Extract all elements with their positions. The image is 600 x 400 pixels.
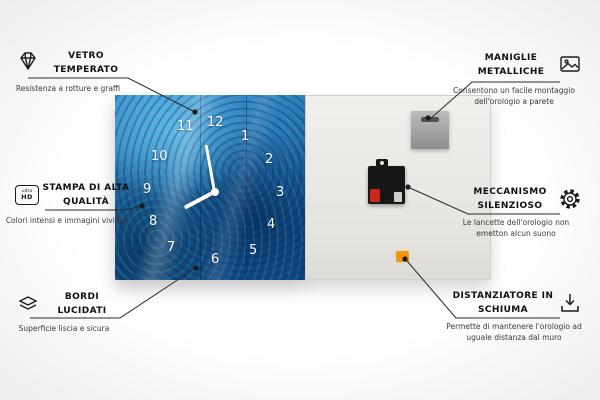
clock-back-panel	[305, 95, 491, 280]
ultra-hd-label-big: HD	[21, 193, 33, 201]
minute-hand	[204, 144, 216, 193]
clock-number-7: 7	[167, 240, 176, 255]
callout-title-bordi: BORDI LUCIDATI	[57, 292, 107, 316]
callout-desc-distanziatore: Permette di mantenere l'orologio ad ugua…	[446, 322, 582, 342]
clock-number-11: 11	[177, 119, 194, 134]
callout-desc-bordi: Superficie liscia e sicura	[18, 324, 110, 333]
arrow-down-icon	[558, 291, 582, 315]
clock-number-1: 1	[241, 129, 250, 144]
callout-title-meccanismo: MECCANISMO SILENZIOSO	[473, 187, 547, 211]
clock-mechanism	[368, 159, 405, 204]
mechanism-detail	[394, 192, 402, 202]
gear-icon	[558, 187, 582, 211]
layers-icon	[16, 291, 40, 315]
clock-front-panel: 12 11 1 10 2 9 3 8 4 7 5 6	[115, 95, 305, 280]
callout-title-vetro: VETRO TEMPERATO	[53, 51, 119, 75]
ultra-hd-label-small: ultra	[21, 188, 33, 194]
clock-number-12: 12	[207, 115, 224, 130]
metal-hanger-plate	[411, 111, 449, 149]
callout-title-maniglie: MANIGLIE METALLICHE	[477, 53, 545, 77]
clock-number-5: 5	[249, 243, 258, 258]
clock-number-9: 9	[143, 182, 152, 197]
panel-divider	[200, 95, 201, 280]
mechanism-hanger-tab	[376, 159, 388, 167]
panel-divider	[246, 95, 247, 280]
callout-desc-maniglie: Consentono un facile montaggio dell'orol…	[453, 86, 575, 106]
callout-title-stampa: STAMPA DI ALTA QUALITÀ	[42, 183, 130, 207]
clock-number-4: 4	[267, 217, 276, 232]
clock-number-3: 3	[276, 185, 285, 200]
callout-desc-stampa: Colori intensi e immagini vivide	[5, 216, 125, 225]
battery	[370, 189, 380, 202]
foam-spacer	[395, 250, 410, 263]
hands-cap	[211, 188, 219, 196]
picture-icon	[558, 52, 582, 76]
clock-number-10: 10	[151, 149, 168, 164]
callout-title-distanziatore: DISTANZIATORE IN SCHIUMA	[452, 291, 554, 315]
callout-desc-meccanismo: Le lancette dell'orologio non emetton al…	[462, 218, 570, 238]
mechanism-hanger-hole	[380, 161, 384, 165]
clock-number-6: 6	[211, 252, 220, 267]
clock-number-2: 2	[265, 152, 274, 167]
clock-number-8: 8	[149, 214, 158, 229]
hanger-slot	[421, 117, 439, 122]
ultra-hd-icon: ultra HD	[15, 185, 39, 209]
callout-desc-vetro: Resistenza a rotture e graffi	[15, 84, 121, 93]
diamond-icon	[16, 49, 40, 73]
